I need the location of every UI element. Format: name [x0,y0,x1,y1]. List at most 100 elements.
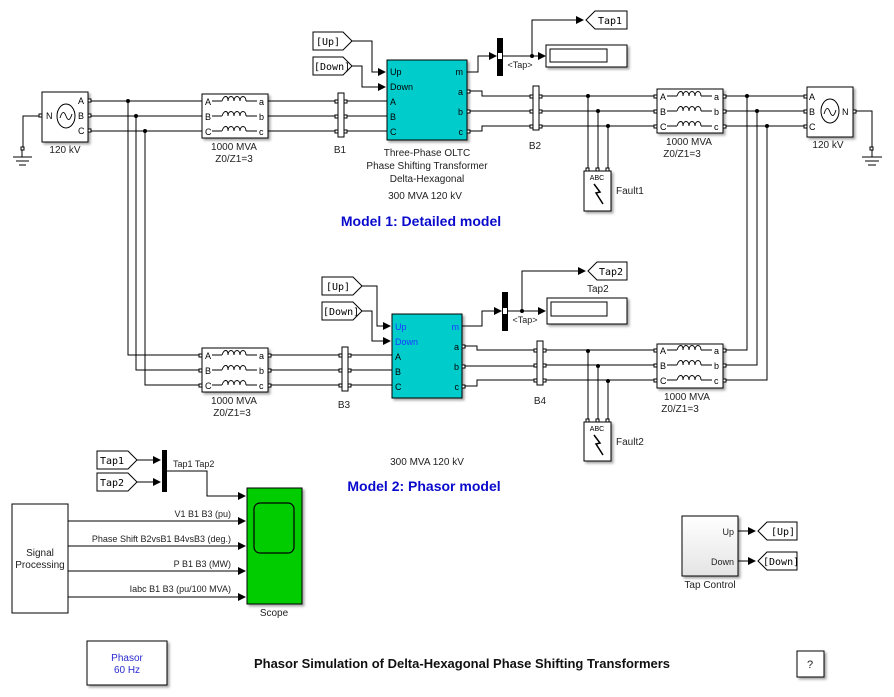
goto-tap2-tag[interactable]: Tap2 [587,261,628,281]
pst-phasor-model[interactable]: Up Down A B C m a b c [391,313,466,399]
svg-text:C: C [205,381,212,391]
svg-text:b: b [714,107,719,117]
goto-tap1-tag[interactable]: Tap1 [585,10,628,30]
svg-text:C: C [395,382,402,392]
display-tap2[interactable] [546,297,628,325]
three-phase-line-left-2[interactable]: A B C a b c [198,347,272,393]
powergui-block[interactable]: Phasor 60 Hz [86,640,168,686]
help-button[interactable]: ? [796,650,825,678]
svg-text:B: B [78,111,84,121]
three-phase-line-right-2[interactable]: A B C a b c [653,343,727,389]
bus-b3-label: B3 [338,400,351,411]
svg-text:C: C [660,376,667,386]
svg-text:Tap2: Tap2 [599,267,623,278]
from-tap2-tag[interactable]: Tap2 [96,472,138,492]
svg-text:[Down]: [Down] [314,62,350,73]
bus-b2[interactable] [529,85,543,131]
svg-text:[Down]: [Down] [323,307,359,318]
display-tap2-label: Tap2 [587,284,609,295]
from-down-tag-2[interactable]: [Down] [321,301,363,321]
diagram-title: Phasor Simulation of Delta-Hexagonal Pha… [254,656,670,671]
svg-text:Processing: Processing [15,560,64,571]
svg-text:Tap2: Tap2 [100,478,124,489]
line-right-1-z-ratio: Z0/Z1=3 [663,149,701,160]
fault1-block[interactable]: ABC [583,167,612,212]
goto-up-tag[interactable]: [Up] [757,521,798,541]
bus-selector-1[interactable] [497,38,503,76]
svg-text:a: a [259,351,264,361]
svg-text:[Up]: [Up] [771,527,795,538]
from-down-tag-1[interactable]: [Down] [312,56,353,76]
svg-text:c: c [714,376,719,386]
source-left-label: 120 kV [49,145,80,156]
bus-b1-label: B1 [334,145,347,156]
line-right-2-z-ratio: Z0/Z1=3 [661,404,699,415]
signal-label-power: P B1 B3 (MW) [174,559,231,569]
lightning-icon [593,183,604,205]
from-up-tag-2[interactable]: [Up] [321,276,363,296]
svg-text:[Up]: [Up] [316,37,340,48]
svg-text:C: C [390,127,397,137]
svg-text:N: N [46,111,53,121]
svg-text:b: b [458,107,463,117]
svg-text:A: A [205,97,211,107]
line-left-1-rating: 1000 MVA [211,142,257,153]
svg-text:C: C [205,127,212,137]
pst-rating-2: 300 MVA 120 kV [390,457,464,468]
display-tap1[interactable] [545,44,628,68]
tap-control-block[interactable]: Up Down [681,515,739,577]
bus-b3[interactable] [338,346,352,392]
svg-text:a: a [714,346,719,356]
svg-text:Up: Up [390,67,402,77]
bus-b1[interactable] [334,92,348,138]
from-tap1-tag[interactable]: Tap1 [96,450,138,470]
svg-text:C: C [78,126,85,136]
three-phase-line-left-1[interactable]: A B C a b c [201,93,269,139]
tap-control-label: Tap Control [684,580,735,591]
svg-text:Up: Up [722,527,734,537]
svg-text:Up: Up [395,322,407,332]
svg-text:A: A [205,351,211,361]
model2-title: Model 2: Phasor model [347,478,500,494]
line-left-2-z-ratio: Z0/Z1=3 [213,408,251,419]
svg-text:Down: Down [395,337,418,347]
svg-text:B: B [395,367,401,377]
ground-icon [856,110,882,166]
fault2-block[interactable]: ABC [583,418,612,462]
svg-text:B: B [205,112,211,122]
svg-text:b: b [714,361,719,371]
svg-text:A: A [390,97,396,107]
svg-text:a: a [259,97,264,107]
lightning-icon [593,434,604,456]
svg-text:N: N [842,107,849,117]
mux-block[interactable] [162,450,167,492]
three-phase-line-right-1[interactable]: A B C a b c [653,88,727,134]
svg-text:c: c [259,127,264,137]
svg-text:B: B [660,107,666,117]
signal-processing-block[interactable]: Signal Processing [11,503,69,614]
pst-detailed-model[interactable]: Up Down A B C m a b c [386,59,471,141]
goto-down-tag[interactable]: [Down] [757,551,799,571]
svg-text:ABC: ABC [590,175,604,182]
svg-text:B: B [809,107,815,117]
svg-text:A: A [660,346,666,356]
three-phase-source-right[interactable]: A B C N [803,86,857,138]
source-right-label: 120 kV [812,140,843,151]
svg-text:c: c [455,382,460,392]
svg-text:m: m [452,322,460,332]
tap-signal-label-1: <Tap> [507,60,532,70]
svg-text:Signal: Signal [26,548,54,559]
svg-text:C: C [660,122,667,132]
svg-text:B: B [390,112,396,122]
svg-text:A: A [660,92,666,102]
svg-text:ABC: ABC [590,426,604,433]
help-icon: ? [807,659,813,671]
three-phase-source-left-1[interactable]: N A B C [38,91,92,143]
scope-block[interactable] [246,487,303,605]
bus-b4-label: B4 [534,396,547,407]
bus-selector-2[interactable] [502,292,508,331]
from-up-tag-1[interactable]: [Up] [312,31,353,51]
pst-rating-1: 300 MVA 120 kV [388,191,462,202]
bus-b4[interactable] [533,340,547,386]
pst-name-line1: Three-Phase OLTC [384,148,471,159]
